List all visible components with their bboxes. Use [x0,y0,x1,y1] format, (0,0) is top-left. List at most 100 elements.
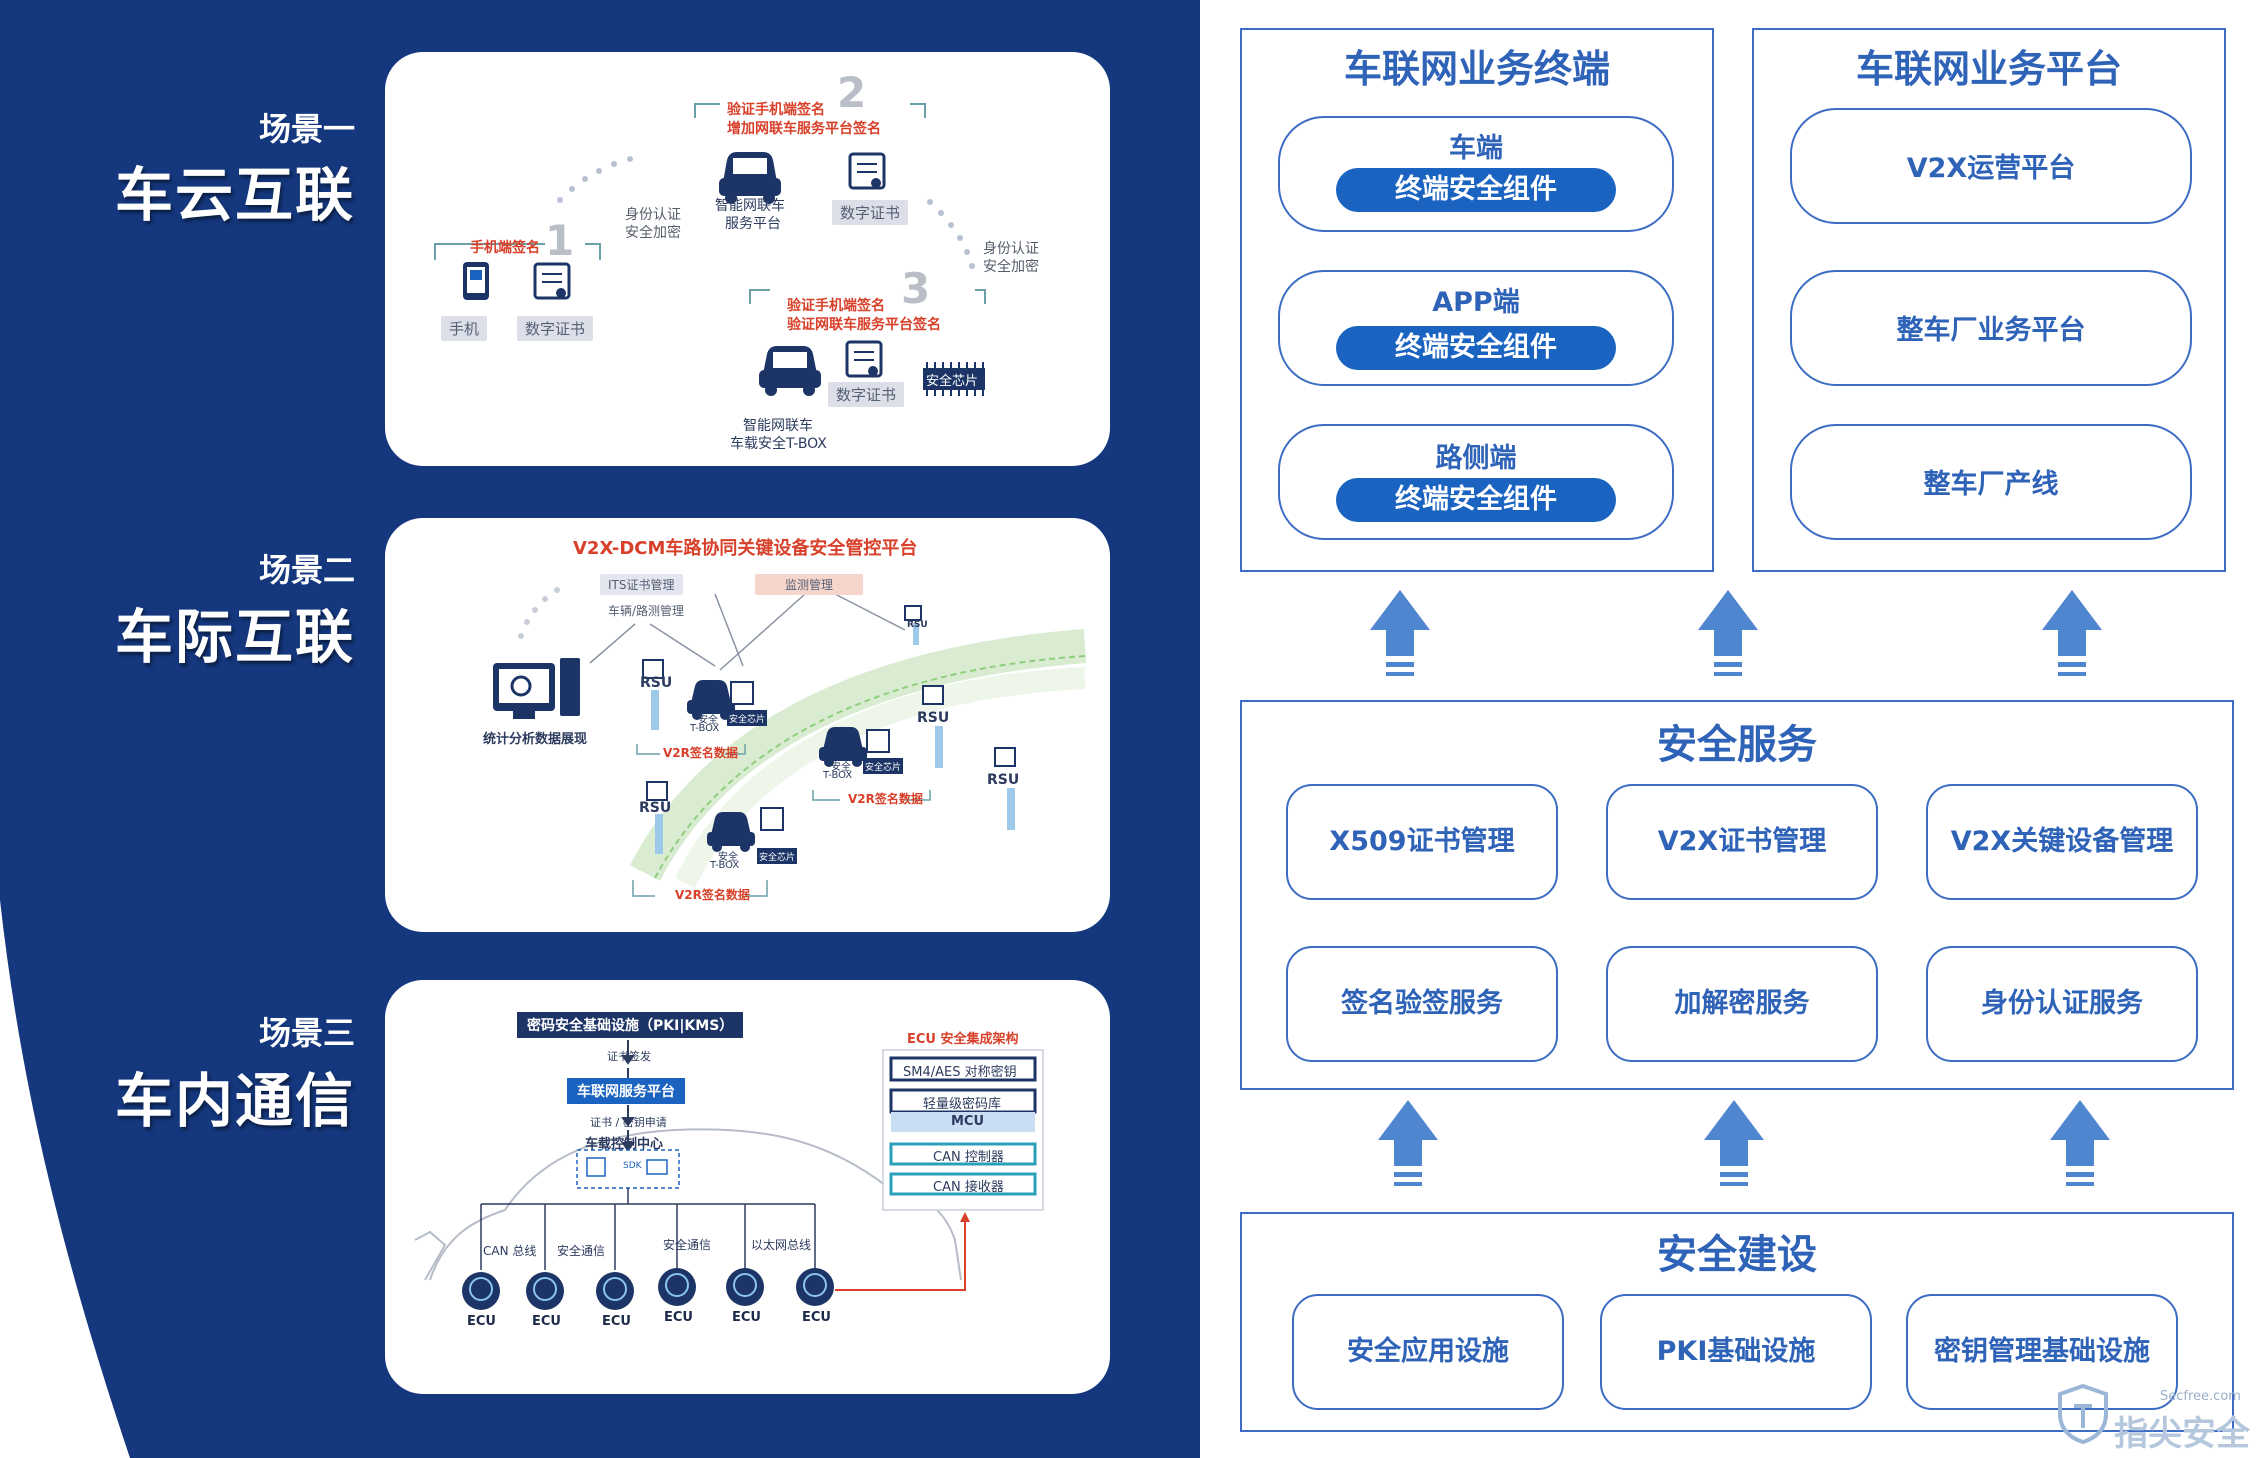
car-icon [819,727,867,767]
v2r-label: V2R签名数据 [675,888,750,902]
terminal-security-component: 终端安全组件 [1336,478,1616,522]
step2-line1: 验证手机端签名 [727,102,825,118]
certificate-icon [533,262,571,300]
up-arrow-icon [1378,1100,1438,1186]
scene3-diagram-lines [414,1040,1044,1310]
security-construction-title: 安全建设 [1657,1232,1817,1278]
car-icon [759,346,821,396]
security-services-title: 安全服务 [1657,722,1817,768]
control-center-label: 车载控制中心 [585,1137,664,1152]
cert-request-label: 证书 / 密钥申请 [590,1116,667,1129]
step3-number: 3 [901,264,931,313]
service-item: V2X关键设备管理 [1926,784,2198,900]
ecu-arch-title: ECU 安全集成架构 [907,1032,1019,1047]
terminal-panel: 车联网业务终端 车端 终端安全组件 APP端 终端安全组件 路侧端 终端安全组件 [1240,28,1714,572]
scene2-title: 车际互联 [114,603,355,671]
chip-label: 安全芯片 [759,853,796,863]
platform-item: 整车厂产线 [1790,424,2192,540]
step1-label: 手机端签名 [470,240,540,256]
terminal-title: 车联网业务终端 [1343,47,1610,91]
scene3-title: 车内通信 [114,1067,355,1135]
security-services-panel: 安全服务 X509证书管理 V2X证书管理 V2X关键设备管理 签名验签服务 加… [1240,700,2234,1090]
pki-kms-box: 密码安全基础设施（PKI|KMS） [517,1012,744,1038]
scene1-index: 场景一 [258,110,355,148]
platform-item-label: 整车厂业务平台 [1896,315,2086,346]
service-item: 加解密服务 [1606,946,1878,1062]
auth-right-1: 身份认证 [983,241,1039,257]
ecu-icon [462,1268,834,1310]
ethernet-bus-label: 以太网总线 [751,1238,812,1252]
up-arrow-icon [1370,590,1430,676]
v2r-label: V2R签名数据 [848,792,923,806]
its-cert-mgmt: ITS证书管理 [600,574,683,595]
mcu-label: MCU [951,1114,985,1129]
v2x-platform-title: V2X-DCM车路协同关键设备安全管控平台 [573,538,918,559]
watermark-brand: 指尖安全 [2114,1414,2250,1454]
phone-icon [463,262,489,300]
auth-right-2: 安全加密 [983,259,1039,275]
phone-label: 手机 [441,316,488,341]
rsu-label: RSU [917,710,950,726]
monitor-mgmt: 监测管理 [755,574,864,595]
car-line2: 车载安全T-BOX [730,436,827,452]
control-center-icons [586,1157,668,1177]
v2r-label: V2R签名数据 [663,746,738,760]
can-controller-label: CAN 控制器 [933,1150,1004,1165]
tbox-line1: 安全 [831,762,851,773]
cert-issue-label: 证书签发 [607,1050,651,1063]
chip-label: 安全芯片 [865,763,902,773]
service-item: V2X证书管理 [1606,784,1878,900]
scene2-diagram-lines [493,587,1087,897]
service-item: X509证书管理 [1286,784,1558,900]
monitor-icon [493,658,580,719]
construction-item: 安全应用设施 [1292,1294,1564,1410]
shield-logo-icon [2058,1384,2108,1444]
certificate-icon [848,152,886,190]
secure-comm-label-1: 安全通信 [557,1244,606,1258]
terminal-item-roadside: 路侧端 终端安全组件 [1278,424,1674,540]
can-bus-label: CAN 总线 [483,1244,537,1258]
terminal-item-label: 路侧端 [1435,443,1517,474]
rsu-pole [651,623,1015,854]
iov-platform-box: 车联网服务平台 [567,1078,685,1104]
construction-item: 密钥管理基础设施 [1906,1294,2178,1410]
ecu-label: ECU [602,1314,631,1329]
stats-label: 统计分析数据展现 [483,732,588,747]
auth-left-1: 身份认证 [625,207,681,223]
platform-panel: 车联网业务平台 V2X运营平台 整车厂业务平台 整车厂产线 [1752,28,2226,572]
up-arrow-icon [1704,1100,1764,1186]
terminal-item-label: APP端 [1432,287,1520,318]
watermark-site: Secfree.com [2160,1389,2241,1404]
platform-item-label: V2X运营平台 [1906,153,2076,184]
car-icon [719,152,781,204]
up-arrow-icon [2050,1100,2110,1186]
secure-comm-label-2: 安全通信 [663,1238,712,1252]
sm4-aes-label: SM4/AES 对称密钥 [903,1065,1017,1080]
tbox-line2: T-BOX [690,723,720,734]
rsu-label: RSU [907,620,928,630]
terminal-item-vehicle: 车端 终端安全组件 [1278,116,1674,232]
sdk-label: SDK [623,1161,642,1171]
tbox-line2: T-BOX [823,770,853,781]
security-chip-icon [923,362,985,396]
scene3-index: 场景三 [258,1014,355,1052]
step1-number: 1 [545,216,575,265]
up-arrow-icon [1698,590,1758,676]
vehicle-road-mgmt: 车辆/路测管理 [600,600,693,621]
platform-item: 整车厂业务平台 [1790,270,2192,386]
auth-left-2: 安全加密 [625,225,681,241]
step3-line1: 验证手机端签名 [787,298,885,314]
terminal-item-label: 车端 [1449,133,1503,164]
certificate-icon [642,605,1016,831]
terminal-security-component: 终端安全组件 [1336,326,1616,370]
tbox-line1: 安全 [698,715,718,726]
step2-line2: 增加网联车服务平台签名 [727,121,881,137]
platform-line1: 智能网联车 [715,198,785,214]
cert-label-3: 数字证书 [828,382,905,407]
service-item: 签名验签服务 [1286,946,1558,1062]
scene1-card: 手机端签名 1 手机 数字证书 验证手机端签名 增加网联车服务平台签名 2 智能… [385,52,1110,466]
chip-label: 安全芯片 [926,374,979,389]
step3-line2: 验证网联车服务平台签名 [787,317,941,333]
cert-label-1: 数字证书 [517,316,594,341]
ecu-label: ECU [532,1314,561,1329]
